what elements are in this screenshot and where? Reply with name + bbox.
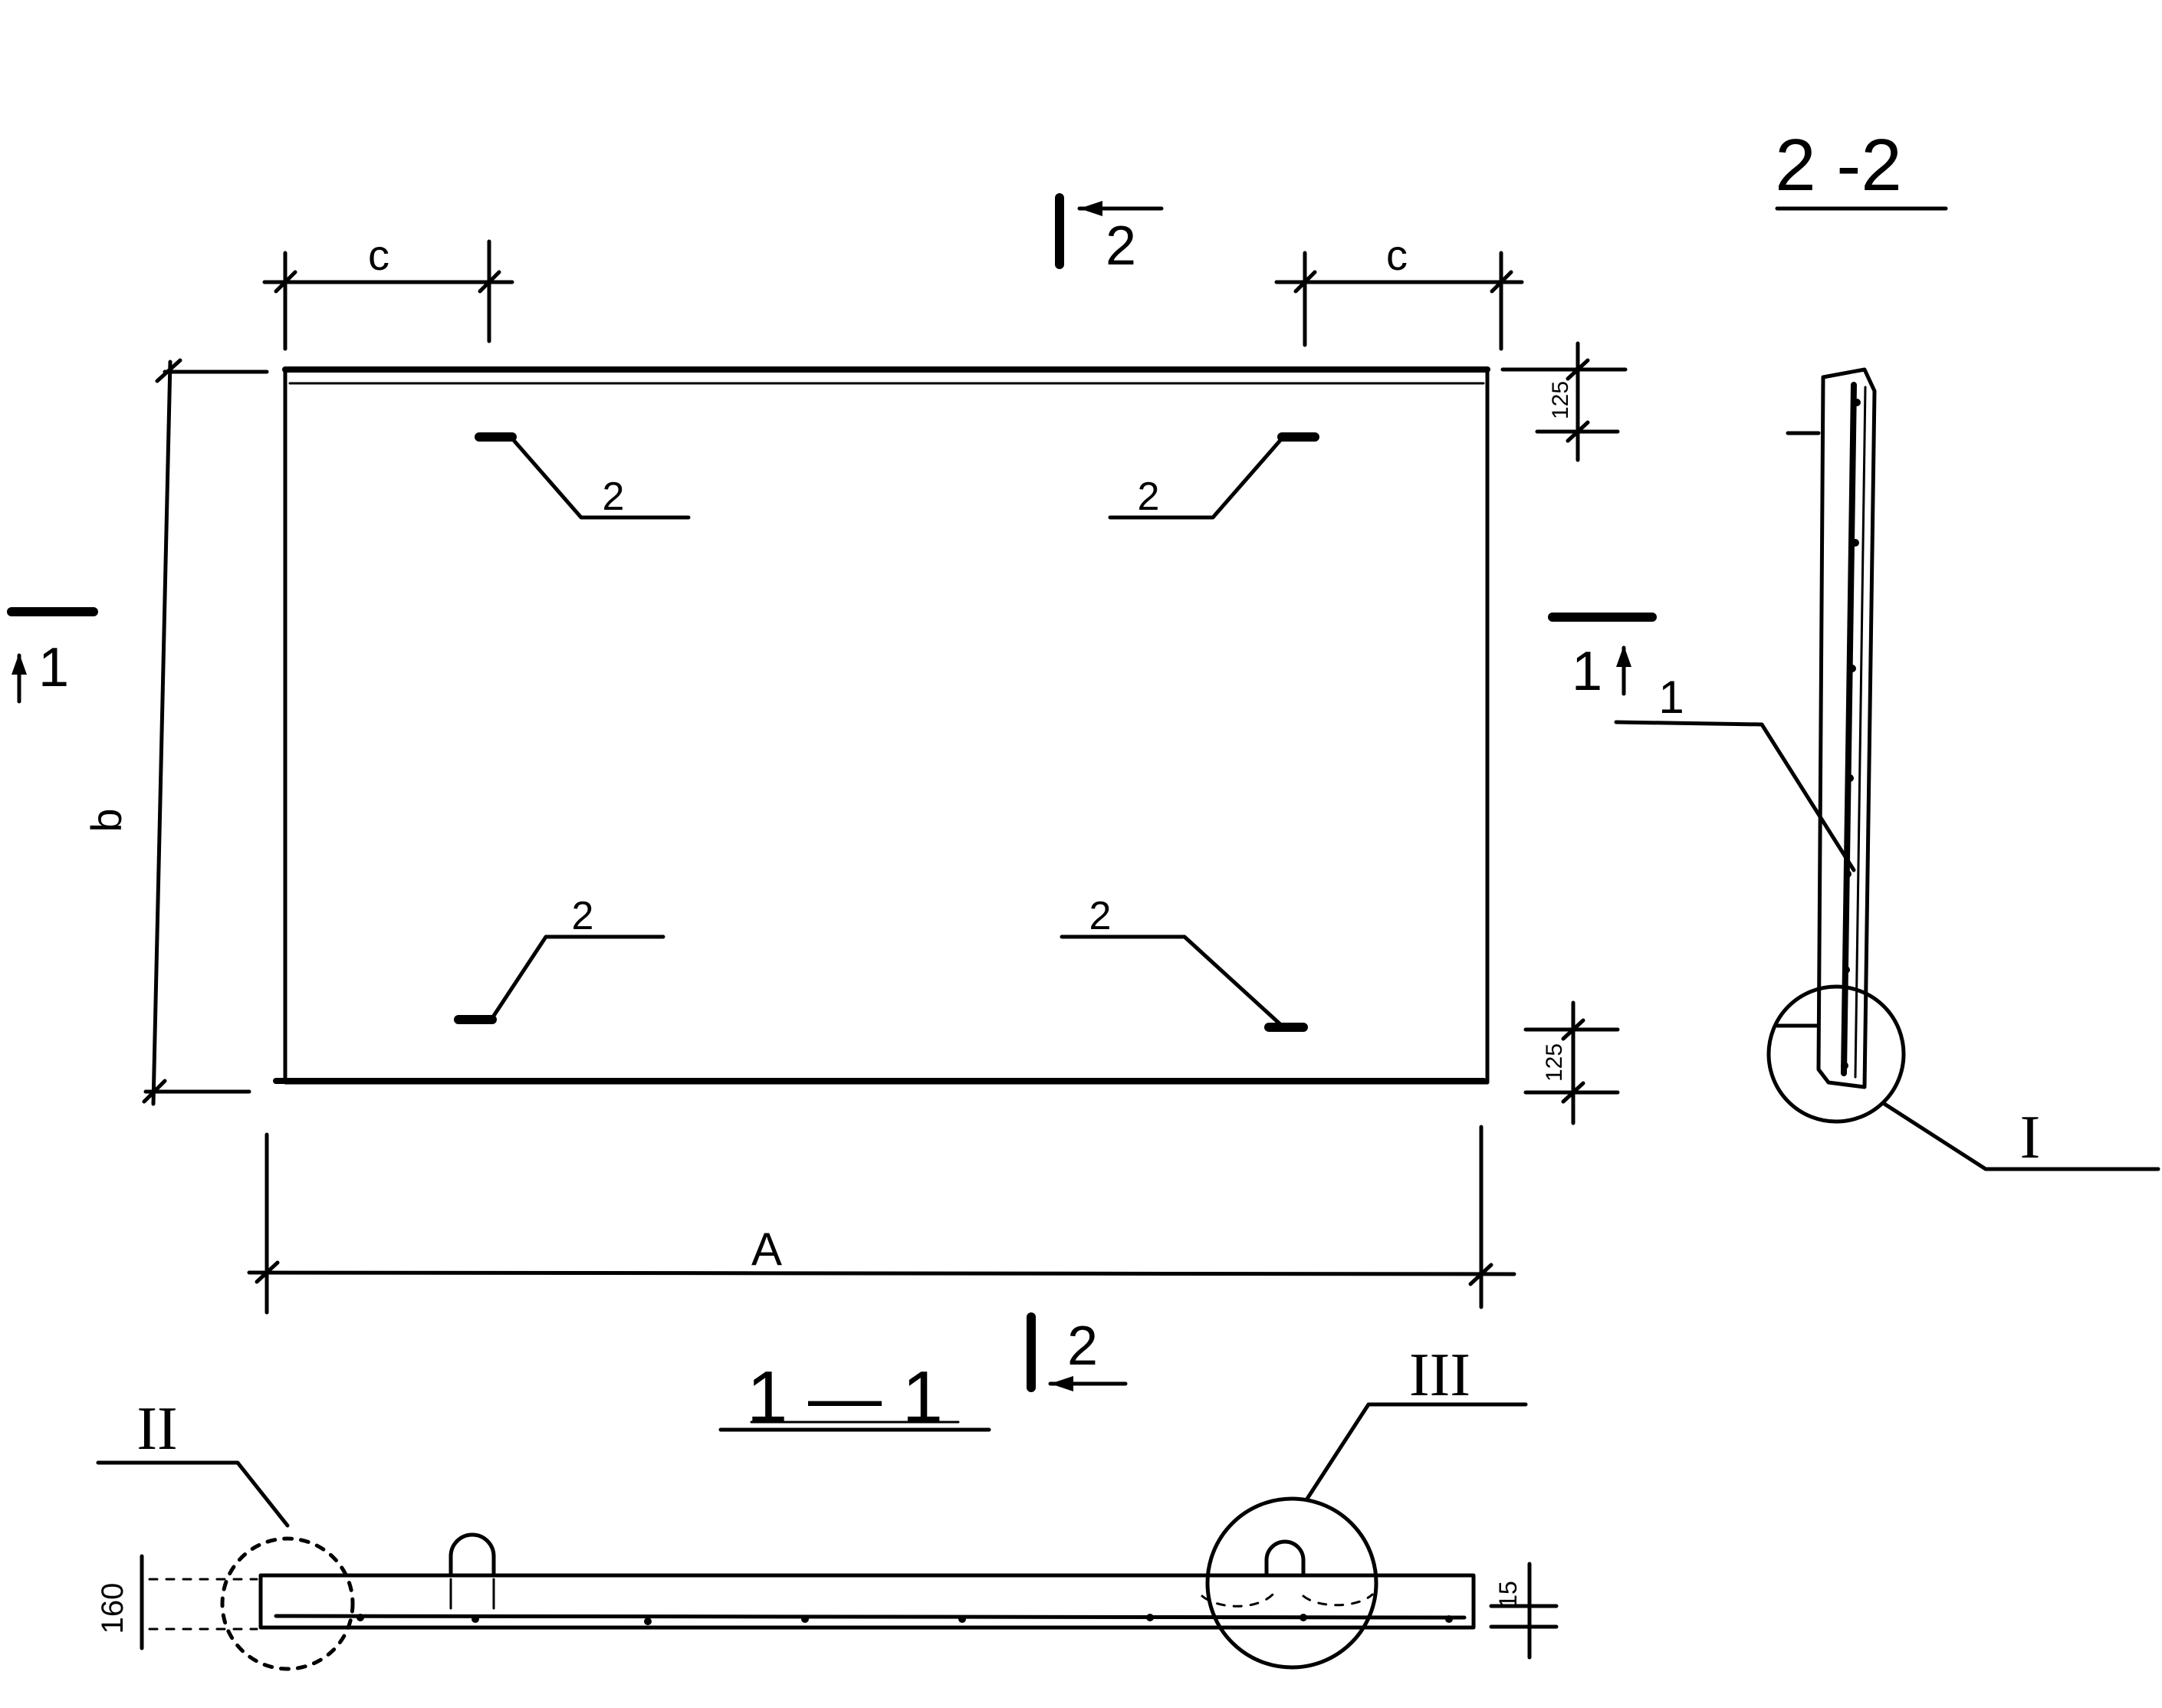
panel-cross-section bbox=[258, 1573, 1476, 1630]
tick bbox=[1490, 270, 1513, 294]
tick bbox=[142, 1079, 167, 1104]
reinforcement-bar bbox=[274, 1614, 1467, 1620]
bar-dot bbox=[1146, 1614, 1154, 1621]
dimension-125-bottom: 125 bbox=[1523, 1000, 1620, 1125]
tick bbox=[155, 358, 182, 383]
dim-label-A: A bbox=[751, 1224, 782, 1275]
callout-label: 2 bbox=[1089, 894, 1112, 938]
bar-dot bbox=[801, 1615, 809, 1623]
dimension-A: A bbox=[247, 1125, 1516, 1315]
section-2-2: 2 -2 1 I bbox=[1614, 124, 2160, 1171]
leader-line bbox=[1108, 436, 1284, 520]
section-cut-1-right: 1 bbox=[1548, 613, 1657, 702]
dim-label-125: 125 bbox=[1542, 1043, 1567, 1082]
tick bbox=[478, 270, 501, 294]
tick bbox=[255, 1260, 280, 1284]
cut-arrow-head bbox=[12, 653, 27, 675]
plan-view bbox=[273, 366, 1490, 1085]
bar-dot bbox=[1852, 539, 1859, 547]
callout-2-bottom-left: 2 bbox=[454, 894, 665, 1024]
bar-dot bbox=[1848, 665, 1856, 672]
dim-label-125: 125 bbox=[1548, 381, 1573, 419]
section-cut-2-bottom: 2 bbox=[1027, 1312, 1128, 1392]
section-1-1: 1 — 1 II III 160 1 bbox=[96, 1342, 1559, 1671]
dimension-line bbox=[151, 360, 172, 1106]
tick bbox=[1566, 358, 1590, 381]
section-title: 2 -2 bbox=[1775, 124, 1901, 206]
bar-dot bbox=[1853, 399, 1861, 406]
callout-label: 2 bbox=[1138, 475, 1160, 519]
callout-2-bottom-right: 2 bbox=[1060, 894, 1308, 1032]
lifting-loop bbox=[1264, 1539, 1306, 1578]
dim-label-b: b bbox=[82, 808, 130, 832]
cut-label: 1 bbox=[1572, 641, 1602, 702]
bar-dot bbox=[1841, 1062, 1848, 1069]
loop-anchor bbox=[1201, 1593, 1374, 1608]
lifting-loop bbox=[449, 1532, 496, 1578]
dim-label-c: c bbox=[1386, 231, 1408, 279]
detail-label-II: II bbox=[136, 1395, 177, 1463]
bar-dot bbox=[958, 1615, 966, 1623]
tick bbox=[1293, 270, 1317, 294]
leader-line bbox=[490, 934, 665, 1020]
leader-line bbox=[96, 1460, 290, 1528]
section-cut-2-top: 2 bbox=[1055, 193, 1164, 277]
detail-circle-II bbox=[220, 1536, 355, 1671]
leader-line bbox=[510, 436, 691, 520]
leader-line bbox=[1305, 1402, 1528, 1501]
tick bbox=[274, 270, 297, 294]
panel-outline bbox=[283, 367, 1490, 1085]
inner-edge bbox=[1854, 386, 1867, 1079]
detail-circle-I bbox=[1766, 984, 1906, 1124]
dimension-125-top: 125 bbox=[1500, 341, 1628, 462]
tick bbox=[1566, 420, 1590, 443]
dim-label-15: 15 bbox=[1494, 1581, 1522, 1608]
cut-label: 1 bbox=[38, 637, 69, 698]
leader-line bbox=[1882, 1102, 2160, 1171]
cut-arrow-head bbox=[1616, 645, 1631, 667]
dimension-b: b bbox=[82, 358, 269, 1106]
bar-dot bbox=[1846, 774, 1854, 782]
dim-label-160: 160 bbox=[96, 1583, 130, 1634]
dimension-line bbox=[247, 1270, 1516, 1276]
tick bbox=[1468, 1263, 1493, 1286]
cut-arrow-head bbox=[1079, 201, 1102, 216]
dim-label-c: c bbox=[368, 231, 389, 279]
section-cut-1-left: 1 bbox=[7, 607, 98, 704]
bar-dot bbox=[472, 1615, 479, 1623]
detail-label-I: I bbox=[2020, 1104, 2041, 1171]
panel-section-outline bbox=[1816, 367, 1877, 1089]
bar-dot bbox=[356, 1614, 364, 1621]
tick bbox=[1561, 1081, 1585, 1104]
leader-line bbox=[1614, 720, 1856, 872]
leader-line bbox=[1060, 934, 1284, 1028]
dimension-c-right: c bbox=[1274, 231, 1524, 351]
callout-label: 2 bbox=[603, 475, 625, 519]
dimension-c-left: c bbox=[262, 231, 514, 351]
section-title: 1 — 1 bbox=[747, 1356, 943, 1438]
callout-2-top-left: 2 bbox=[475, 432, 691, 520]
cut-arrow-head bbox=[1050, 1376, 1073, 1391]
reinforcement-bar bbox=[1841, 382, 1857, 1076]
bar-dot bbox=[1445, 1615, 1453, 1623]
bar-dot bbox=[1844, 870, 1852, 878]
bar-dot bbox=[644, 1618, 652, 1625]
bar-dot bbox=[1842, 966, 1850, 974]
bar-dot bbox=[1300, 1614, 1307, 1621]
detail-circle-III bbox=[1205, 1496, 1378, 1670]
detail-label-III: III bbox=[1409, 1342, 1470, 1409]
cut-label: 2 bbox=[1067, 1315, 1098, 1377]
callout-2-top-right: 2 bbox=[1108, 432, 1319, 520]
cut-label: 2 bbox=[1106, 215, 1136, 277]
callout-label: 2 bbox=[572, 894, 594, 938]
callout-label: 1 bbox=[1658, 672, 1684, 723]
tick bbox=[1561, 1018, 1585, 1041]
